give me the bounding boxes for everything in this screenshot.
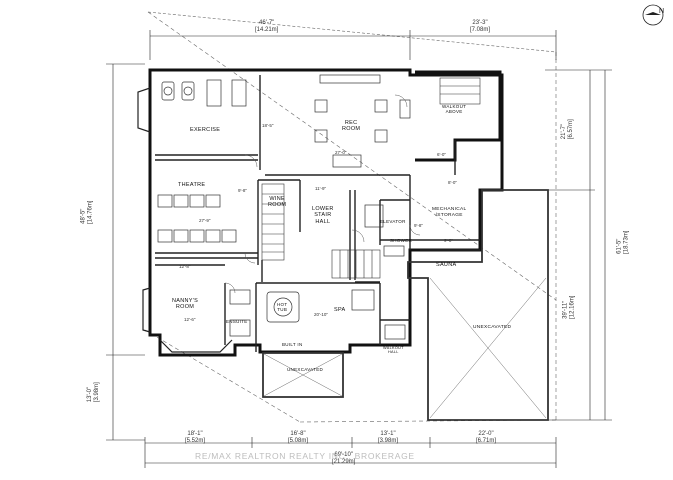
dim-bottom-2: 16'-8" [5.08m] (288, 431, 309, 445)
room-mechanical: MECHANICAL /STORAGE (432, 207, 467, 218)
room-exercise: EXERCISE (190, 127, 221, 133)
room-unexcavated-bottom: UNEXCAVATED (287, 367, 324, 372)
inner-dim-4: 9'-8" (238, 188, 247, 193)
watermark: RE/MAX REALTRON REALTY INC., BROKERAGE (195, 451, 415, 461)
north-arrow-icon (642, 4, 664, 26)
dim-right-top: 21'-7" [6.57m] (560, 119, 575, 140)
inner-dim-8: 12'-8" (179, 264, 191, 269)
room-elevator: ELEVATOR (380, 219, 406, 224)
dim-right-bottom: 39'-11" [12.16m] (562, 295, 576, 319)
room-unexcavated-right: UNEXCAVATED (473, 325, 512, 330)
inner-dim-6: 27'-9" (199, 218, 211, 223)
room-spa: SPA (334, 307, 346, 313)
room-ensuite: ENSUITE (226, 319, 248, 324)
north-label: N (659, 8, 665, 15)
room-wine: WINE ROOM (268, 196, 287, 209)
room-nannys: NANNY'S ROOM (172, 298, 199, 311)
room-walkout: WALKOUT ABOVE (442, 104, 467, 115)
room-lower-stair-hall: LOWER STAIR HALL (312, 206, 334, 225)
inner-dim-5: 11'-9" (315, 186, 327, 191)
room-hot-tub: HOT TUB (277, 302, 288, 313)
room-shower: SHOWER (390, 238, 413, 243)
dim-left-overall: 48'-5" [14.76m] (80, 200, 94, 224)
room-rec-room: REC ROOM (342, 120, 361, 133)
dim-left-bottom: 13'-0" [3.98m] (86, 382, 101, 403)
inner-dim-3: 6'-0" (437, 152, 446, 157)
room-walkout-hall: WALKOUT HALL (383, 346, 404, 355)
dim-bottom-3: 13'-1" [3.98m] (378, 431, 399, 445)
inner-dim-1: 18'-5" (262, 123, 274, 128)
inner-dim-10: 9'-8" (444, 238, 453, 243)
room-theatre: THEATRE (178, 182, 206, 188)
dim-bottom-1: 18'-1" [5.52m] (185, 431, 206, 445)
inner-dim-11: 8'-0" (448, 180, 457, 185)
dim-top-right: 23'-3" [7.08m] (470, 20, 491, 34)
room-sauna: SAUNA (436, 262, 457, 268)
dim-right-overall: 61'-5" [18.73m] (616, 230, 630, 254)
inner-dim-2: 27'-0" (335, 150, 347, 155)
label-built-in: BUILT IN (282, 342, 303, 347)
dim-bottom-total: 69'-10" [21.29m] (332, 452, 356, 466)
inner-dim-12: 12'-6" (184, 317, 196, 322)
inner-dim-9: 20'-10" (314, 312, 328, 317)
dim-top-left: 46'-7" [14.21m] (255, 20, 279, 34)
inner-dim-7: 9'-8" (414, 223, 423, 228)
dim-bottom-4: 22'-0" [6.71m] (476, 431, 497, 445)
